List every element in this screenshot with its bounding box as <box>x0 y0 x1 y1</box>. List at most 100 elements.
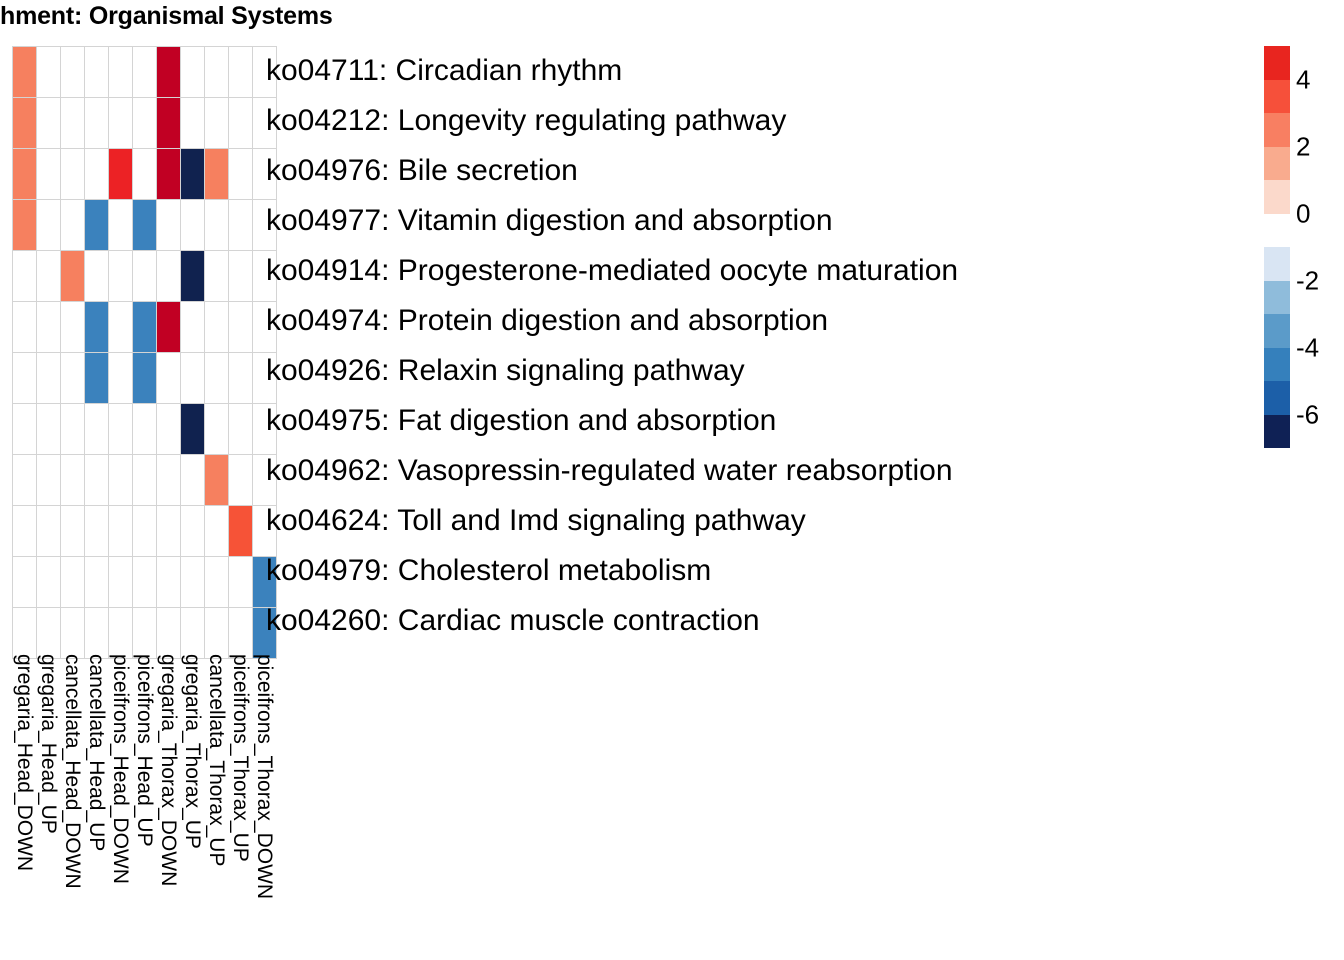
heatmap-cell <box>13 47 36 97</box>
colorbar-tick: 0 <box>1296 198 1311 228</box>
heatmap-cell <box>133 302 156 352</box>
row-label: ko04624: Toll and Imd signaling pathway <box>266 504 806 537</box>
column-label: piceifrons_Thorax_UP <box>229 654 252 862</box>
colorbar-band <box>1264 46 1290 80</box>
heatmap-cell <box>133 455 156 505</box>
column-label: gregaria_Head_UP <box>37 654 60 834</box>
heatmap-cell <box>13 455 36 505</box>
heatmap-cell <box>13 404 36 454</box>
heatmap-cell <box>61 149 84 199</box>
heatmap-cell <box>13 149 36 199</box>
column-label: cancellata_Head_DOWN <box>61 654 84 889</box>
heatmap-cell <box>61 47 84 97</box>
column-label: cancellata_Thorax_UP <box>205 654 228 867</box>
heatmap-cell <box>61 506 84 556</box>
row-label: ko04976: Bile secretion <box>266 154 578 187</box>
heatmap-cell <box>253 251 276 301</box>
heatmap-cell <box>85 506 108 556</box>
heatmap-cell <box>13 506 36 556</box>
colorbar-band <box>1264 381 1290 415</box>
heatmap-cell <box>61 200 84 250</box>
heatmap-cell <box>85 404 108 454</box>
heatmap-cell <box>229 47 252 97</box>
heatmap-cell <box>181 251 204 301</box>
colorbar-band <box>1264 79 1290 113</box>
column-label-slot: piceifrons_Head_UP <box>132 654 156 954</box>
heatmap-cell <box>85 353 108 403</box>
heatmap-cell <box>205 404 228 454</box>
heatmap-cell <box>109 98 132 148</box>
heatmap-cell <box>37 506 60 556</box>
column-label-slot: cancellata_Head_DOWN <box>60 654 84 954</box>
heatmap-grid <box>12 46 277 659</box>
column-label-slot: gregaria_Head_DOWN <box>12 654 36 954</box>
heatmap-cell <box>157 302 180 352</box>
colorbar-gradient <box>1264 46 1290 448</box>
heatmap-cell <box>253 98 276 148</box>
heatmap-cell <box>229 251 252 301</box>
heatmap-cell <box>253 47 276 97</box>
heatmap-cell <box>133 608 156 658</box>
column-label-slot: cancellata_Thorax_UP <box>204 654 228 954</box>
column-label-slot: piceifrons_Head_DOWN <box>108 654 132 954</box>
heatmap-cell <box>181 98 204 148</box>
heatmap-cell <box>37 302 60 352</box>
heatmap-cell <box>109 608 132 658</box>
heatmap-cell <box>109 404 132 454</box>
column-label: cancellata_Head_UP <box>85 654 108 852</box>
colorbar-tick: -6 <box>1296 399 1320 429</box>
row-label: ko04926: Relaxin signaling pathway <box>266 354 745 387</box>
heatmap-cell <box>61 557 84 607</box>
heatmap-cell <box>37 455 60 505</box>
column-label-slot: cancellata_Head_UP <box>84 654 108 954</box>
heatmap-cell <box>205 353 228 403</box>
column-label: gregaria_Thorax_DOWN <box>157 654 180 887</box>
colorbar-band <box>1264 113 1290 147</box>
column-label: piceifrons_Thorax_DOWN <box>253 654 276 900</box>
colorbar-band <box>1264 347 1290 381</box>
colorbar-tick: -2 <box>1296 265 1320 295</box>
heatmap-cell <box>181 608 204 658</box>
heatmap-cell <box>157 98 180 148</box>
row-label: ko04962: Vasopressin-regulated water rea… <box>266 454 953 487</box>
colorbar-band <box>1264 146 1290 180</box>
heatmap-cell <box>181 506 204 556</box>
heatmap-cell <box>181 353 204 403</box>
heatmap-cell <box>13 251 36 301</box>
heatmap-cell <box>253 353 276 403</box>
heatmap-cell <box>253 557 276 607</box>
heatmap-cell <box>85 302 108 352</box>
heatmap-cell <box>85 608 108 658</box>
heatmap-cell <box>109 557 132 607</box>
heatmap-cell <box>109 149 132 199</box>
heatmap-cell <box>181 557 204 607</box>
heatmap-cell <box>205 251 228 301</box>
row-label: ko04212: Longevity regulating pathway <box>266 104 787 137</box>
heatmap-cell <box>253 200 276 250</box>
heatmap-cell <box>205 302 228 352</box>
heatmap-cell <box>229 98 252 148</box>
heatmap-cell <box>13 353 36 403</box>
heatmap-cell <box>37 200 60 250</box>
colorbar-tick: 2 <box>1296 131 1311 161</box>
heatmap-cell <box>37 557 60 607</box>
colorbar-band <box>1264 414 1290 448</box>
heatmap-cell <box>133 506 156 556</box>
heatmap-cell <box>61 455 84 505</box>
heatmap-cell <box>157 608 180 658</box>
heatmap-cell <box>205 455 228 505</box>
heatmap-cell <box>229 353 252 403</box>
colorbar-tick: -4 <box>1296 332 1320 362</box>
heatmap-cell <box>181 47 204 97</box>
heatmap-cell <box>181 302 204 352</box>
colorbar-band <box>1264 314 1290 348</box>
heatmap-cell <box>37 251 60 301</box>
column-label-slot: gregaria_Head_UP <box>36 654 60 954</box>
heatmap-cell <box>229 404 252 454</box>
heatmap-cell <box>61 608 84 658</box>
heatmap-cell <box>109 200 132 250</box>
heatmap-cell <box>61 353 84 403</box>
row-label: ko04975: Fat digestion and absorption <box>266 404 777 437</box>
